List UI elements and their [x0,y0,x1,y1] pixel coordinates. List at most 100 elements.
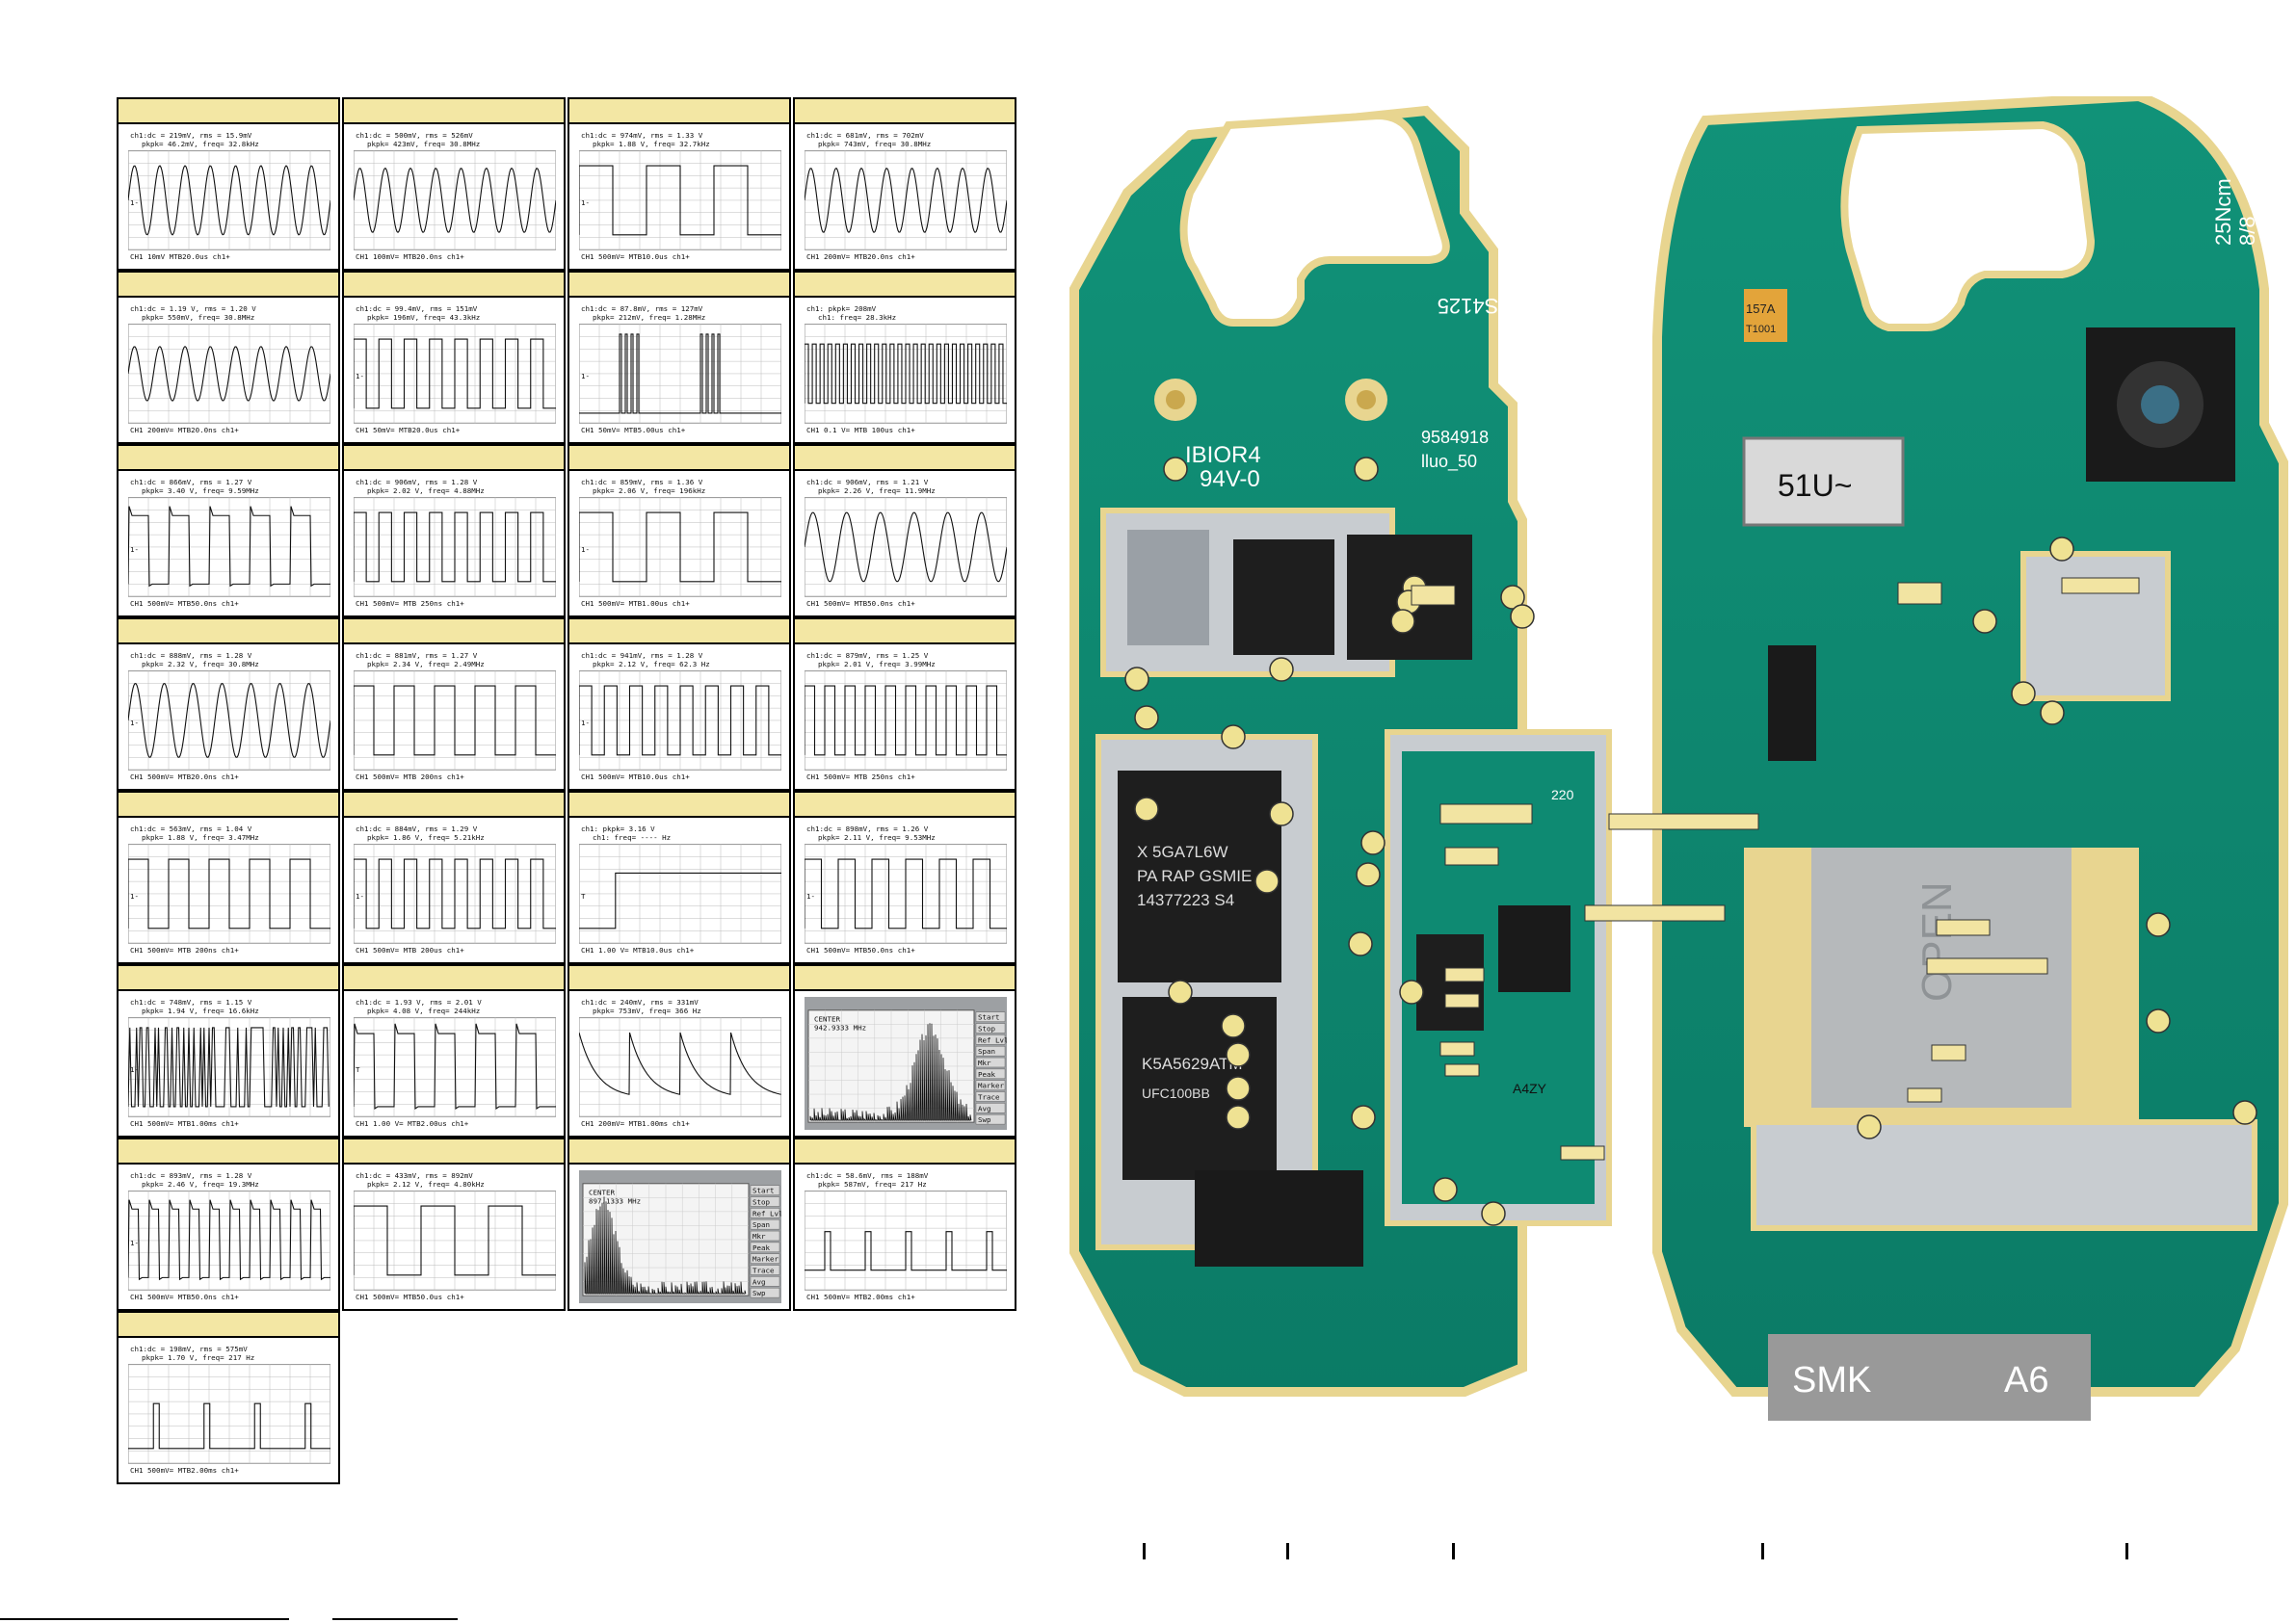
channel-marker: 1- [130,545,139,554]
vibrator-motor [1742,436,1905,527]
scope-status-line: CH1 200mV= MTB20.0ns ch1+ [130,426,239,434]
scope-status-line: CH1 50mV= MTB20.0us ch1+ [356,426,461,434]
callout-marker [1124,667,1149,692]
callout-label-box [1444,1063,1480,1077]
panel-header [569,619,789,644]
callout-marker [1351,1105,1376,1130]
callout-label-box [1560,1145,1605,1161]
readout-line-1: ch1:dc = 1.19 V, rms = 1.20 V [130,304,256,313]
waveform-trace [354,338,556,409]
analyzer-softkey: Start [978,1013,1000,1022]
chip-marking: K5A5629ATM [1142,1055,1243,1073]
readout-line-2: pkpk= 2.01 V, freq= 3.99MHz [818,660,936,668]
waveform-trace [128,165,330,236]
panel-header [119,966,338,991]
scope-status-line: CH1 500mV= MTB50.0ns ch1+ [130,1293,239,1301]
board-marking: 1/8 [1551,465,1578,486]
analyzer-center-label: CENTER [589,1189,616,1197]
page-footer-rule [332,1618,458,1620]
channel-marker: 1- [356,892,364,901]
readout-line-2: pkpk= 1.70 V, freq= 217 Hz [142,1353,254,1362]
channel-marker: 1- [581,719,590,727]
readout-line-1: ch1:dc = 87.8mV, rms = 127mV [581,304,703,313]
readout-line-1: ch1:dc = 748mV, rms = 1.15 V [130,998,252,1007]
channel-marker: 1- [581,198,590,207]
callout-marker [2011,681,2036,706]
callout-label-box [1444,847,1499,866]
chip-marking: 220 [1551,787,1574,802]
callout-label-box [1936,919,1991,936]
channel-marker: T [356,1065,360,1074]
callout-label-box [1907,1087,1942,1103]
panel-header [795,966,1015,991]
reference-tick [1452,1543,1455,1559]
scope-status-line: CH1 50mV= MTB5.00us ch1+ [581,426,686,434]
waveform-trace [128,1027,330,1108]
readout-line-1: ch1:dc = 240mV, rms = 331mV [581,998,699,1007]
scope-status-line: CH1 500mV= MTB50.0ns ch1+ [130,599,239,608]
scope-status-line: CH1 0.1 V= MTB 100us ch1+ [806,426,915,434]
reference-tick [2125,1543,2128,1559]
panel-header [119,793,338,818]
panel-header [344,1139,564,1165]
scope-status-line: CH1 10mV MTB20.0us ch1+ [130,252,230,261]
channel-marker: 1- [581,545,590,554]
analyzer-softkey: Mkr [752,1232,766,1241]
readout-line-1: ch1:dc = 219mV, rms = 15.9mV [130,131,252,140]
board-marking: 94V-0 [1200,466,1260,492]
panel-header [795,1139,1015,1165]
panel-header [119,99,338,124]
analyzer-softkey: Avg [978,1104,991,1113]
waveform-trace [579,333,781,414]
scope-status-line: CH1 500mV= MTB 200us ch1+ [356,946,464,955]
panel-header [569,793,789,818]
callout-label-box [1444,967,1485,982]
readout-line-2: pkpk= 2.34 V, freq= 2.49MHz [367,660,485,668]
channel-marker: 1- [356,372,364,380]
chip-marking: T1001 [1746,324,1776,335]
waveform-trace [128,346,330,402]
callout-marker [2146,912,2171,937]
chip-marking: OPEN [1913,881,1961,1002]
scope-status-line: CH1 500mV= MTB2.00ms ch1+ [806,1293,915,1301]
readout-line-1: ch1:dc = 941mV, rms = 1.28 V [581,651,703,660]
callout-label-box [1439,1041,1475,1057]
readout-line-2: pkpk= 1.88 V, freq= 32.7kHz [593,140,710,148]
callout-label-box [1608,813,1759,830]
waveform-trace [128,506,330,588]
chip-marking: 14377223 S4 [1137,891,1234,909]
waveform-trace [579,165,781,236]
callouts [1124,457,2257,1226]
analyzer-softkey: Ref Lvl [752,1209,781,1217]
channel-marker: 1- [581,372,590,380]
waveform-trace [128,683,330,758]
chip-marking: A4ZY [1513,1081,1547,1096]
speaker-cutout-right [1840,120,2096,331]
callout-marker [1221,1013,1246,1038]
waveform-trace [354,1023,556,1111]
callout-marker [2232,1100,2257,1125]
callout-marker [1390,609,1415,634]
readout-line-1: ch1:dc = 1.93 V, rms = 2.01 V [356,998,482,1007]
analyzer-softkey: Stop [752,1198,771,1207]
pcb-board-photo: IBIOR4 94V-0 BS4125 9584918 lluo_50 1/8 … [1069,96,2288,1421]
readout-line-2: pkpk= 4.08 V, freq= 244kHz [367,1007,480,1015]
